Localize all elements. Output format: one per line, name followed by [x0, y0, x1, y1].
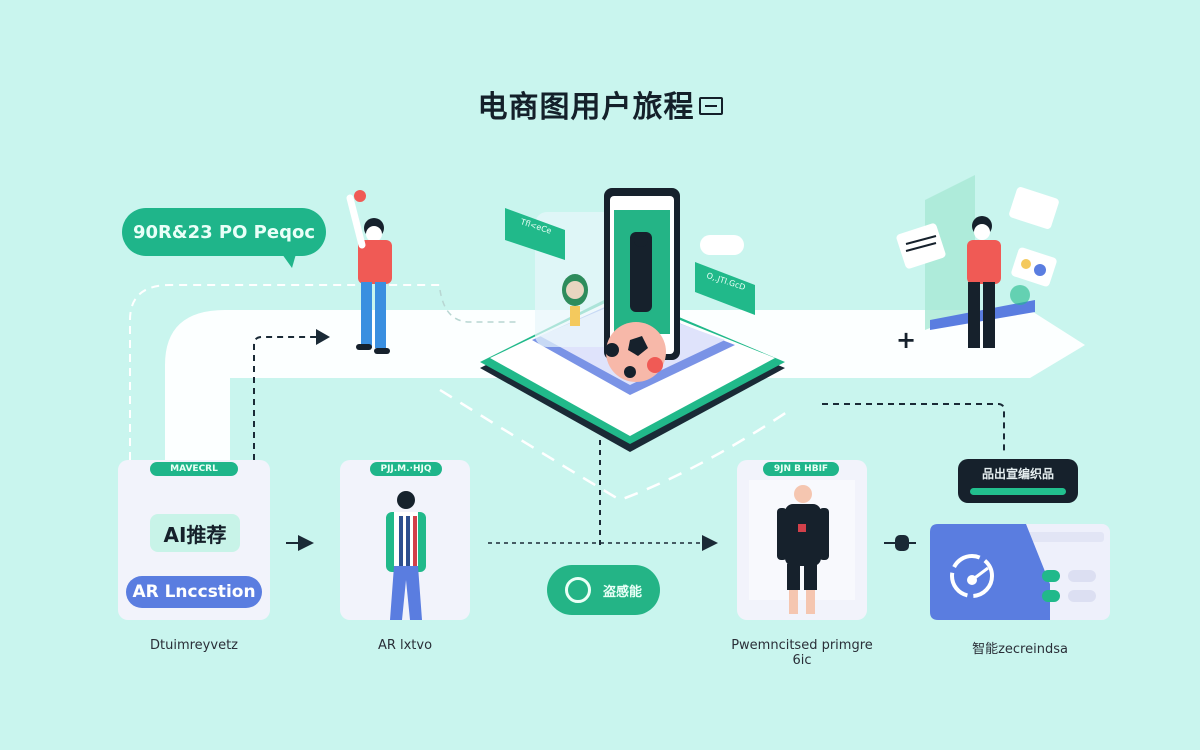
- step-caption: 智能zecreindsa: [972, 642, 1068, 657]
- ai-recommend-label: AI推荐: [150, 514, 240, 552]
- speech-bubble-text: 90R&23 PO Peqoc: [132, 221, 315, 243]
- smiley-face-icon: [564, 577, 591, 603]
- status-progress-box: 品出宣编织品: [958, 459, 1078, 503]
- step-caption: Pwemncitsed primgre 6ic: [731, 638, 873, 668]
- striped-jacket-figure-icon: [386, 491, 426, 620]
- step-card-ai-recommend[interactable]: MAVECRL AI推荐 AR Lnccstion: [118, 460, 270, 620]
- page-title: 电商图用户旅程: [0, 82, 1200, 126]
- dashboard-card[interactable]: [930, 524, 1110, 620]
- step-card-ar-tryon[interactable]: PJJ.M.·HJQ: [340, 460, 470, 620]
- browser-window-icon: [698, 96, 723, 115]
- title-text: 电商图用户旅程: [477, 90, 695, 125]
- step-caption: Dtuimreyvetz: [150, 638, 238, 653]
- step-tag: PJJ.M.·HJQ: [370, 462, 442, 476]
- step-tag: MAVECRL: [150, 462, 238, 476]
- badge-text: 盗感能: [602, 584, 642, 600]
- dashboard-gauge-icon: [930, 524, 1110, 620]
- step-card-personalized[interactable]: 9JN B HBIF: [737, 460, 867, 620]
- ar-location-button[interactable]: AR Lnccstion: [126, 576, 262, 608]
- progress-bar: [970, 488, 1066, 495]
- status-text: 品出宣编织品: [981, 467, 1054, 481]
- step-tag: 9JN B HBIF: [763, 462, 839, 476]
- step-caption: AR lxtvo: [377, 638, 433, 653]
- speech-bubble: 90R&23 PO Peqoc: [122, 208, 326, 268]
- svg-text:+: +: [896, 326, 916, 354]
- dark-tracksuit-figure-icon: [749, 480, 855, 614]
- step-badge-button[interactable]: 盗感能: [547, 565, 660, 615]
